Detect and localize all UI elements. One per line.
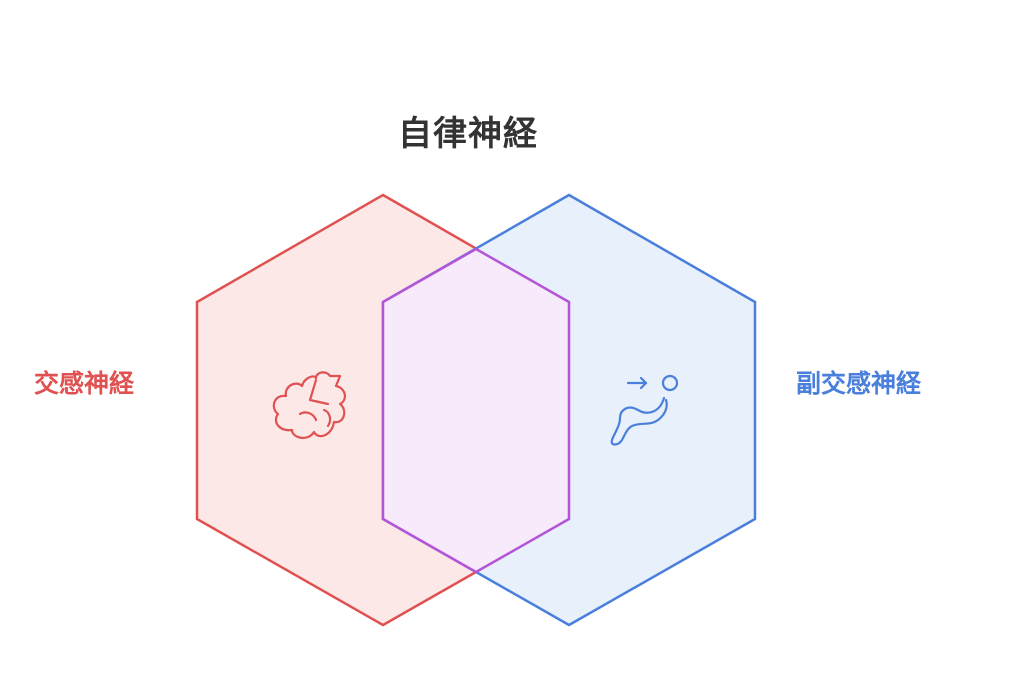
- parasympathetic-label: 副交感神経: [796, 369, 922, 398]
- overlap-region: [381, 247, 571, 574]
- relaxing-person-icon: [610, 374, 679, 446]
- brain-icon: [272, 371, 346, 439]
- diagram-title: 自律神経: [398, 114, 538, 154]
- sympathetic-label: 交感神経: [34, 369, 135, 398]
